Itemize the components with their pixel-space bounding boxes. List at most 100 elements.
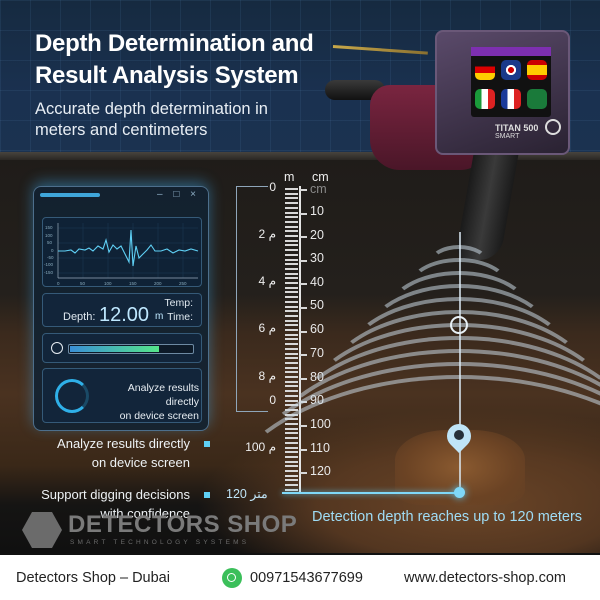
ruler-tick (285, 206, 298, 209)
signal-strength (42, 333, 202, 363)
power-button-icon[interactable] (545, 119, 561, 135)
svg-text:50: 50 (47, 240, 53, 245)
meter-bracket (236, 186, 268, 412)
phone-link[interactable]: 00971543677699 (250, 570, 363, 586)
ruler-tick (285, 188, 298, 190)
ruler-tick (285, 376, 298, 378)
title-line-1: Depth Determination and (35, 30, 314, 57)
ruler-tick (285, 277, 298, 280)
bullet-icon (204, 492, 210, 498)
crosshair-icon (51, 342, 63, 354)
ruler-tick (285, 394, 298, 397)
svg-text:100: 100 (104, 281, 112, 286)
brand-name: TITAN 500 (495, 123, 539, 133)
bullet-line: on device screen (91, 455, 190, 470)
device-brand: TITAN 500 SMART (495, 123, 538, 140)
logo-name: DETECTORS SHOP (68, 511, 298, 538)
ruler-tick (285, 235, 298, 237)
ruler-tick (285, 216, 298, 219)
analyze-text: Analyze results directly on device scree… (99, 381, 199, 423)
depth-value: 12.00 (99, 304, 150, 326)
ruler-tick (285, 324, 298, 327)
flag-italy-icon[interactable] (475, 89, 495, 109)
cm-tick (300, 259, 307, 262)
cm-label: 70 (310, 346, 324, 360)
bullet-line: Support digging decisions (41, 487, 190, 502)
ruler-tick (285, 267, 298, 270)
svg-text:150: 150 (129, 281, 137, 286)
ruler-tick (285, 390, 298, 393)
flag-france-icon[interactable] (501, 89, 521, 109)
analyze-card: Analyze results directly on device scree… (42, 368, 202, 423)
ruler-tick (285, 366, 298, 369)
ruler-tick (285, 211, 298, 214)
ruler-tick (285, 305, 298, 308)
ruler-tick (285, 300, 298, 303)
cm-label: cm (310, 182, 327, 196)
ruler-tick (285, 253, 298, 256)
bullet-line: with confidence (100, 506, 190, 521)
ruler-tick (285, 239, 298, 242)
flag-spain-icon[interactable] (527, 60, 547, 80)
signal-strength-bar (68, 344, 194, 354)
flag-germany-icon[interactable] (475, 60, 495, 80)
ruler-tick (285, 310, 298, 313)
flag-saudi-arabia-icon[interactable] (527, 89, 547, 109)
ruler-tick (285, 286, 298, 289)
ruler-tick (285, 333, 298, 336)
ruler-tick (285, 263, 298, 266)
depth-readout: Depth: 12.00 m Temp: Time: (42, 293, 202, 327)
depth-label: Depth: (63, 311, 96, 323)
analyze-line-1: Analyze results directly (127, 382, 199, 408)
m-label: 4 م (258, 274, 276, 288)
page-title: Depth Determination and Result Analysis … (35, 28, 314, 92)
antenna (332, 45, 428, 55)
cm-tick (300, 189, 307, 191)
svg-text:250: 250 (179, 281, 187, 286)
cm-label: 10 (310, 204, 324, 218)
target-crosshair-icon (450, 316, 468, 334)
ruler-tick (285, 197, 298, 200)
sensor-rod (325, 80, 385, 100)
cm-tick (300, 212, 307, 215)
whatsapp-icon[interactable] (222, 568, 242, 588)
svg-text:0: 0 (51, 248, 54, 253)
window-title-bar (40, 193, 100, 197)
wave-arc (253, 349, 600, 553)
ruler-tick (285, 371, 298, 374)
subtitle-line-2: meters and centimeters (35, 121, 208, 139)
ruler-tick (285, 361, 298, 364)
beam-axis (459, 232, 461, 487)
m-label: 0 (269, 180, 276, 194)
cm-label: 20 (310, 228, 324, 242)
window-controls[interactable]: – □ × (157, 189, 200, 200)
cm-label: 50 (310, 298, 324, 312)
depth-indicator-dot (454, 487, 465, 498)
unit-m-label: m (284, 170, 295, 184)
flag-uk-icon[interactable] (501, 60, 521, 80)
location-pin-hole (454, 430, 464, 440)
brand-model: SMART (495, 133, 520, 140)
analytics-chart-icon (55, 379, 89, 413)
cm-tick (300, 330, 307, 333)
time-label: Time: (167, 311, 193, 323)
ruler-tick (285, 249, 298, 252)
footer-bar: Detectors Shop – Dubai 00971543677699 ww… (0, 553, 600, 600)
shop-name: Detectors Shop – Dubai (16, 570, 170, 586)
m-label: 8 م (258, 369, 276, 383)
ruler-tick (285, 314, 298, 317)
depth-indicator-line (282, 492, 460, 494)
cm-label: 40 (310, 275, 324, 289)
ruler-tick (285, 385, 298, 388)
svg-text:-100: -100 (44, 262, 54, 267)
temp-label: Temp: (164, 297, 193, 309)
m-label: 6 م (258, 321, 276, 335)
svg-text:50: 50 (80, 281, 86, 286)
ruler-tick (285, 202, 298, 205)
website-link[interactable]: www.detectors-shop.com (404, 570, 566, 586)
svg-text:-50: -50 (47, 255, 54, 260)
svg-text:-150: -150 (44, 270, 54, 275)
ruler-tick (285, 319, 298, 322)
